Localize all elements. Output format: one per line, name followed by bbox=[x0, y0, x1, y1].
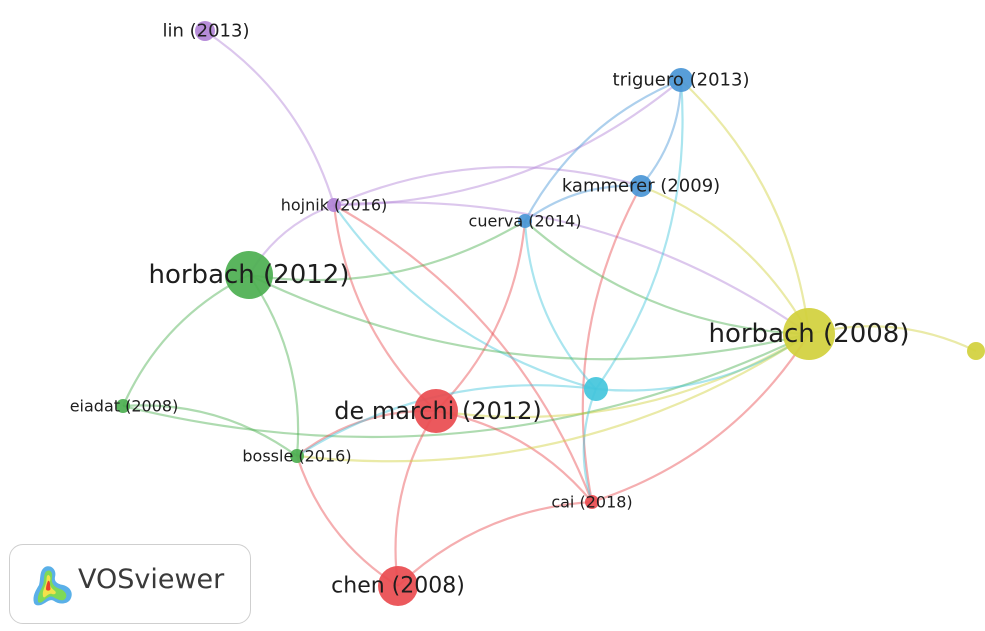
node-hojnik2016[interactable] bbox=[327, 198, 341, 212]
edge-bossle2016-horbach2008 bbox=[296, 333, 810, 463]
edge-chen2008-cai2018 bbox=[397, 500, 593, 587]
edge-hojnik2016-cai2018 bbox=[333, 204, 594, 503]
edge-cuerva2014-horbach2012 bbox=[248, 220, 526, 282]
edge-triguero2013-cyan-node bbox=[595, 79, 684, 390]
edge-lin2013-hojnik2016 bbox=[204, 30, 336, 206]
edge-eiadat2008-horbach2008 bbox=[122, 333, 810, 439]
node-triguero2013[interactable] bbox=[669, 68, 693, 92]
node-demarchi2012[interactable] bbox=[414, 389, 458, 433]
vosviewer-heatmap-logo-icon bbox=[33, 566, 72, 606]
node-label-horbach2012[interactable]: horbach (2012) bbox=[148, 260, 349, 290]
edge-bossle2016-chen2008 bbox=[295, 455, 399, 587]
node-label-bossle2016[interactable]: bossle (2016) bbox=[242, 447, 351, 466]
edge-hojnik2016-kammerer2009 bbox=[333, 166, 642, 207]
edge-demarchi2012-chen2008 bbox=[394, 410, 437, 587]
edge-kammerer2009-horbach2008 bbox=[640, 184, 810, 335]
node-label-cai2018[interactable]: cai (2018) bbox=[551, 493, 632, 512]
node-bossle2016[interactable] bbox=[290, 449, 304, 463]
edge-hojnik2016-triguero2013 bbox=[333, 79, 682, 207]
edge-hojnik2016-cyan-node bbox=[333, 204, 597, 391]
node-lin2013[interactable] bbox=[195, 21, 215, 41]
edge-horbach2012-bossle2016 bbox=[248, 274, 300, 457]
edge-demarchi2012-horbach2008 bbox=[435, 333, 810, 419]
edge-cyan-node-horbach2008 bbox=[595, 333, 810, 392]
edge-kammerer2009-cai2018 bbox=[581, 185, 642, 503]
node-kammerer2009[interactable] bbox=[630, 175, 652, 197]
node-label-eiadat2008[interactable]: eiadat (2008) bbox=[70, 397, 179, 416]
edge-demarchi2012-cai2018 bbox=[435, 409, 593, 503]
edge-triguero2013-cuerva2014 bbox=[524, 78, 682, 222]
node-horbach2012[interactable] bbox=[225, 251, 273, 299]
node-chen2008[interactable] bbox=[378, 566, 418, 606]
node-label-cuerva2014[interactable]: cuerva (2014) bbox=[469, 212, 582, 231]
node-cuerva2014[interactable] bbox=[518, 214, 532, 228]
label-layer: lin (2013) triguero (2013) kammerer (2009)… bbox=[70, 21, 910, 599]
edge-hojnik2016-demarchi2012 bbox=[332, 204, 437, 412]
node-label-chen2008[interactable]: chen (2008) bbox=[331, 574, 465, 599]
vosviewer-brand-name: VOSviewer bbox=[78, 564, 225, 595]
node-horbach2008[interactable] bbox=[783, 308, 835, 360]
edge-layer bbox=[121, 30, 977, 587]
node-label-demarchi2012[interactable]: de marchi (2012) bbox=[334, 397, 542, 425]
edge-cuerva2014-horbach2008 bbox=[524, 220, 810, 336]
node-cai2018[interactable] bbox=[585, 495, 599, 509]
node-label-lin2013[interactable]: lin (2013) bbox=[163, 21, 250, 42]
node-label-hojnik2016[interactable]: hojnik (2016) bbox=[281, 196, 388, 215]
node-cyan-node[interactable] bbox=[584, 377, 608, 401]
edge-cuerva2014-demarchi2012 bbox=[435, 220, 527, 412]
node-label-kammerer2009[interactable]: kammerer (2009) bbox=[562, 176, 720, 197]
edge-horbach2012-horbach2008 bbox=[248, 274, 810, 361]
edge-horbach2012-eiadat2008 bbox=[121, 274, 250, 407]
vosviewer-brand-box[interactable]: VOSviewer bbox=[9, 544, 251, 624]
node-label-triguero2013[interactable]: triguero (2013) bbox=[613, 70, 750, 91]
node-label-horbach2008[interactable]: horbach (2008) bbox=[708, 319, 909, 349]
edge-eiadat2008-bossle2016 bbox=[122, 404, 298, 457]
edge-cuerva2014-cyan-node bbox=[523, 220, 597, 390]
edge-triguero2013-kammerer2009 bbox=[640, 79, 683, 187]
edge-kammerer2009-cuerva2014 bbox=[524, 184, 642, 222]
edge-triguero2013-horbach2008 bbox=[680, 79, 811, 335]
node-eiadat2008[interactable] bbox=[116, 399, 130, 413]
edge-hojnik2016-horbach2008 bbox=[333, 201, 810, 335]
node-yellow-small[interactable] bbox=[967, 342, 985, 360]
edge-cai2018-horbach2008 bbox=[591, 333, 810, 504]
node-layer bbox=[116, 21, 985, 606]
edge-cai2018-cyan-node bbox=[582, 388, 598, 503]
